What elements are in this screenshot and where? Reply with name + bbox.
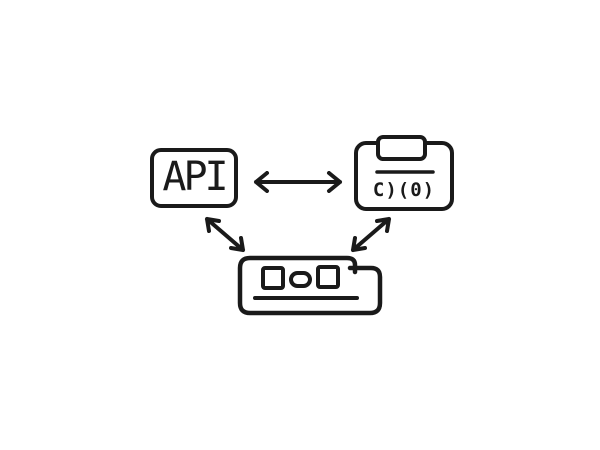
- api-label: API: [162, 154, 228, 200]
- code-card-node: C)(0): [354, 135, 454, 211]
- double-arrow-icon: [351, 217, 391, 252]
- double-arrow-icon: [254, 171, 342, 193]
- browser-outline: [237, 255, 383, 316]
- arrow-api-codecard: [254, 171, 342, 193]
- browser-square-1: [261, 266, 285, 290]
- double-arrow-icon: [205, 217, 245, 252]
- browser-window-node: [237, 255, 383, 316]
- api-node: API: [150, 148, 238, 208]
- browser-square-2: [316, 265, 340, 289]
- arrow-codecard-browser: [351, 217, 391, 252]
- browser-pill: [289, 271, 312, 288]
- arrow-api-browser: [205, 217, 245, 252]
- code-card-tab: [376, 135, 427, 161]
- code-glyphs: C)(0): [373, 179, 435, 201]
